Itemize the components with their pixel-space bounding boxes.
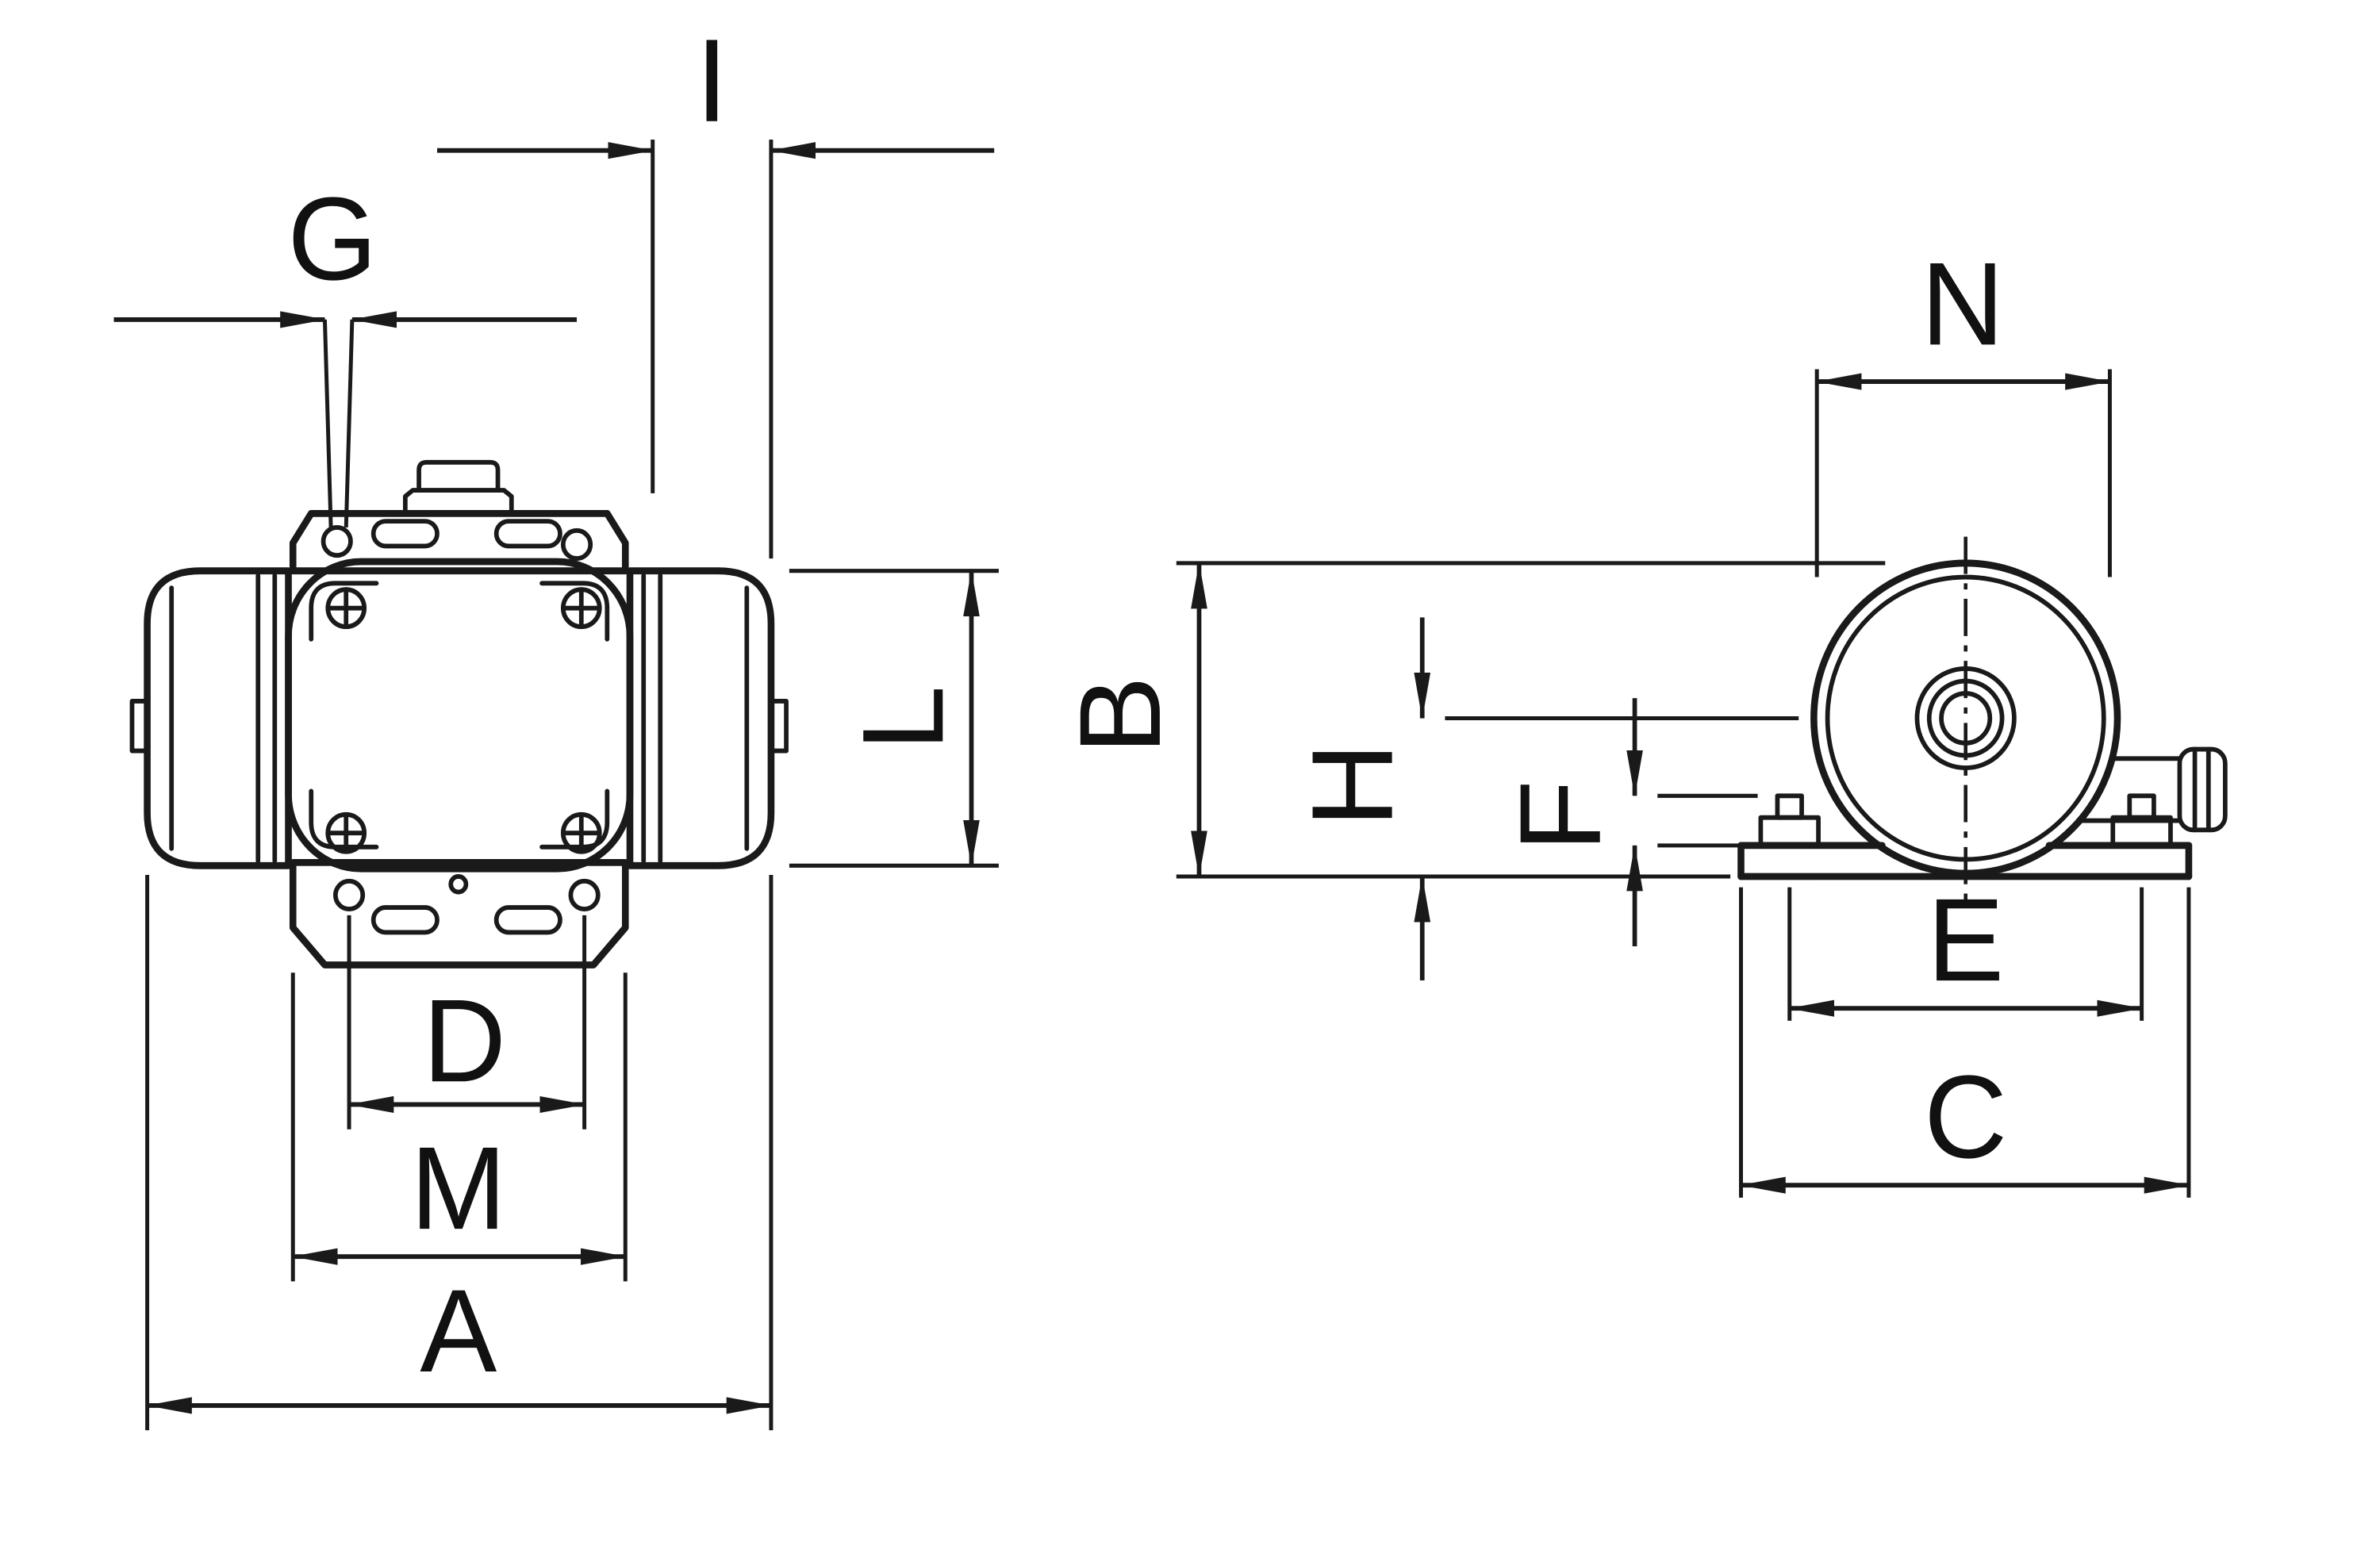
dimension-n: N bbox=[1814, 239, 2112, 577]
left-cover-seam-notch bbox=[129, 699, 150, 754]
dimension-label-l: L bbox=[839, 685, 968, 751]
dimension-c: C bbox=[1739, 887, 2191, 1198]
dimension-h: H bbox=[1288, 617, 1799, 981]
flange-slot bbox=[370, 519, 440, 549]
dimension-m: M bbox=[290, 972, 628, 1282]
dimension-label-e: E bbox=[1927, 875, 2004, 1007]
dimension-label-a: A bbox=[420, 1266, 497, 1398]
screw-top-right bbox=[560, 587, 602, 630]
left-weight-cover bbox=[129, 567, 292, 869]
screw-bottom-right bbox=[560, 811, 602, 854]
dimension-b: B bbox=[1056, 561, 1886, 879]
dimension-label-c: C bbox=[1924, 1052, 2007, 1183]
end-view: N B H F E bbox=[1056, 239, 2228, 1198]
flange-hole bbox=[560, 527, 593, 561]
right-weight-cover bbox=[626, 567, 789, 869]
flange-hole bbox=[332, 878, 366, 911]
dimension-a: A bbox=[145, 875, 774, 1431]
top-cap bbox=[402, 459, 514, 516]
left-clamp-tab bbox=[1758, 793, 1821, 848]
dimension-label-f: F bbox=[1496, 780, 1625, 852]
flange-slot bbox=[493, 905, 562, 935]
dimension-label-i: I bbox=[696, 15, 727, 147]
screw-bottom-left bbox=[325, 811, 367, 854]
bottom-flange bbox=[289, 858, 629, 969]
dimension-d: D bbox=[347, 915, 587, 1130]
dimension-label-h: H bbox=[1288, 742, 1417, 827]
corner-screws bbox=[325, 587, 602, 854]
mounting-base bbox=[1737, 793, 2193, 880]
front-view: I G L D M bbox=[113, 15, 999, 1431]
flange-slot bbox=[370, 905, 440, 935]
center-pin-hole bbox=[448, 874, 469, 895]
flange-slot bbox=[493, 519, 562, 549]
dimension-l: L bbox=[789, 569, 999, 868]
dimension-label-d: D bbox=[423, 976, 506, 1107]
dimension-f: F bbox=[1496, 698, 1758, 946]
right-clamp-tab bbox=[2110, 793, 2173, 848]
flange-hole bbox=[568, 878, 601, 911]
flange-hole bbox=[321, 525, 353, 558]
dimension-label-n: N bbox=[1921, 239, 2004, 370]
dimension-g: G bbox=[113, 174, 578, 528]
cable-gland bbox=[2079, 746, 2228, 833]
dimension-label-g: G bbox=[287, 174, 377, 305]
dimension-e: E bbox=[1787, 875, 2144, 1021]
right-cover-seam-notch bbox=[769, 699, 789, 754]
dimension-label-m: M bbox=[410, 1123, 506, 1255]
dimension-label-b: B bbox=[1056, 676, 1184, 754]
top-flange bbox=[289, 509, 629, 575]
screw-top-left bbox=[325, 587, 367, 630]
dimension-i: I bbox=[437, 15, 995, 559]
